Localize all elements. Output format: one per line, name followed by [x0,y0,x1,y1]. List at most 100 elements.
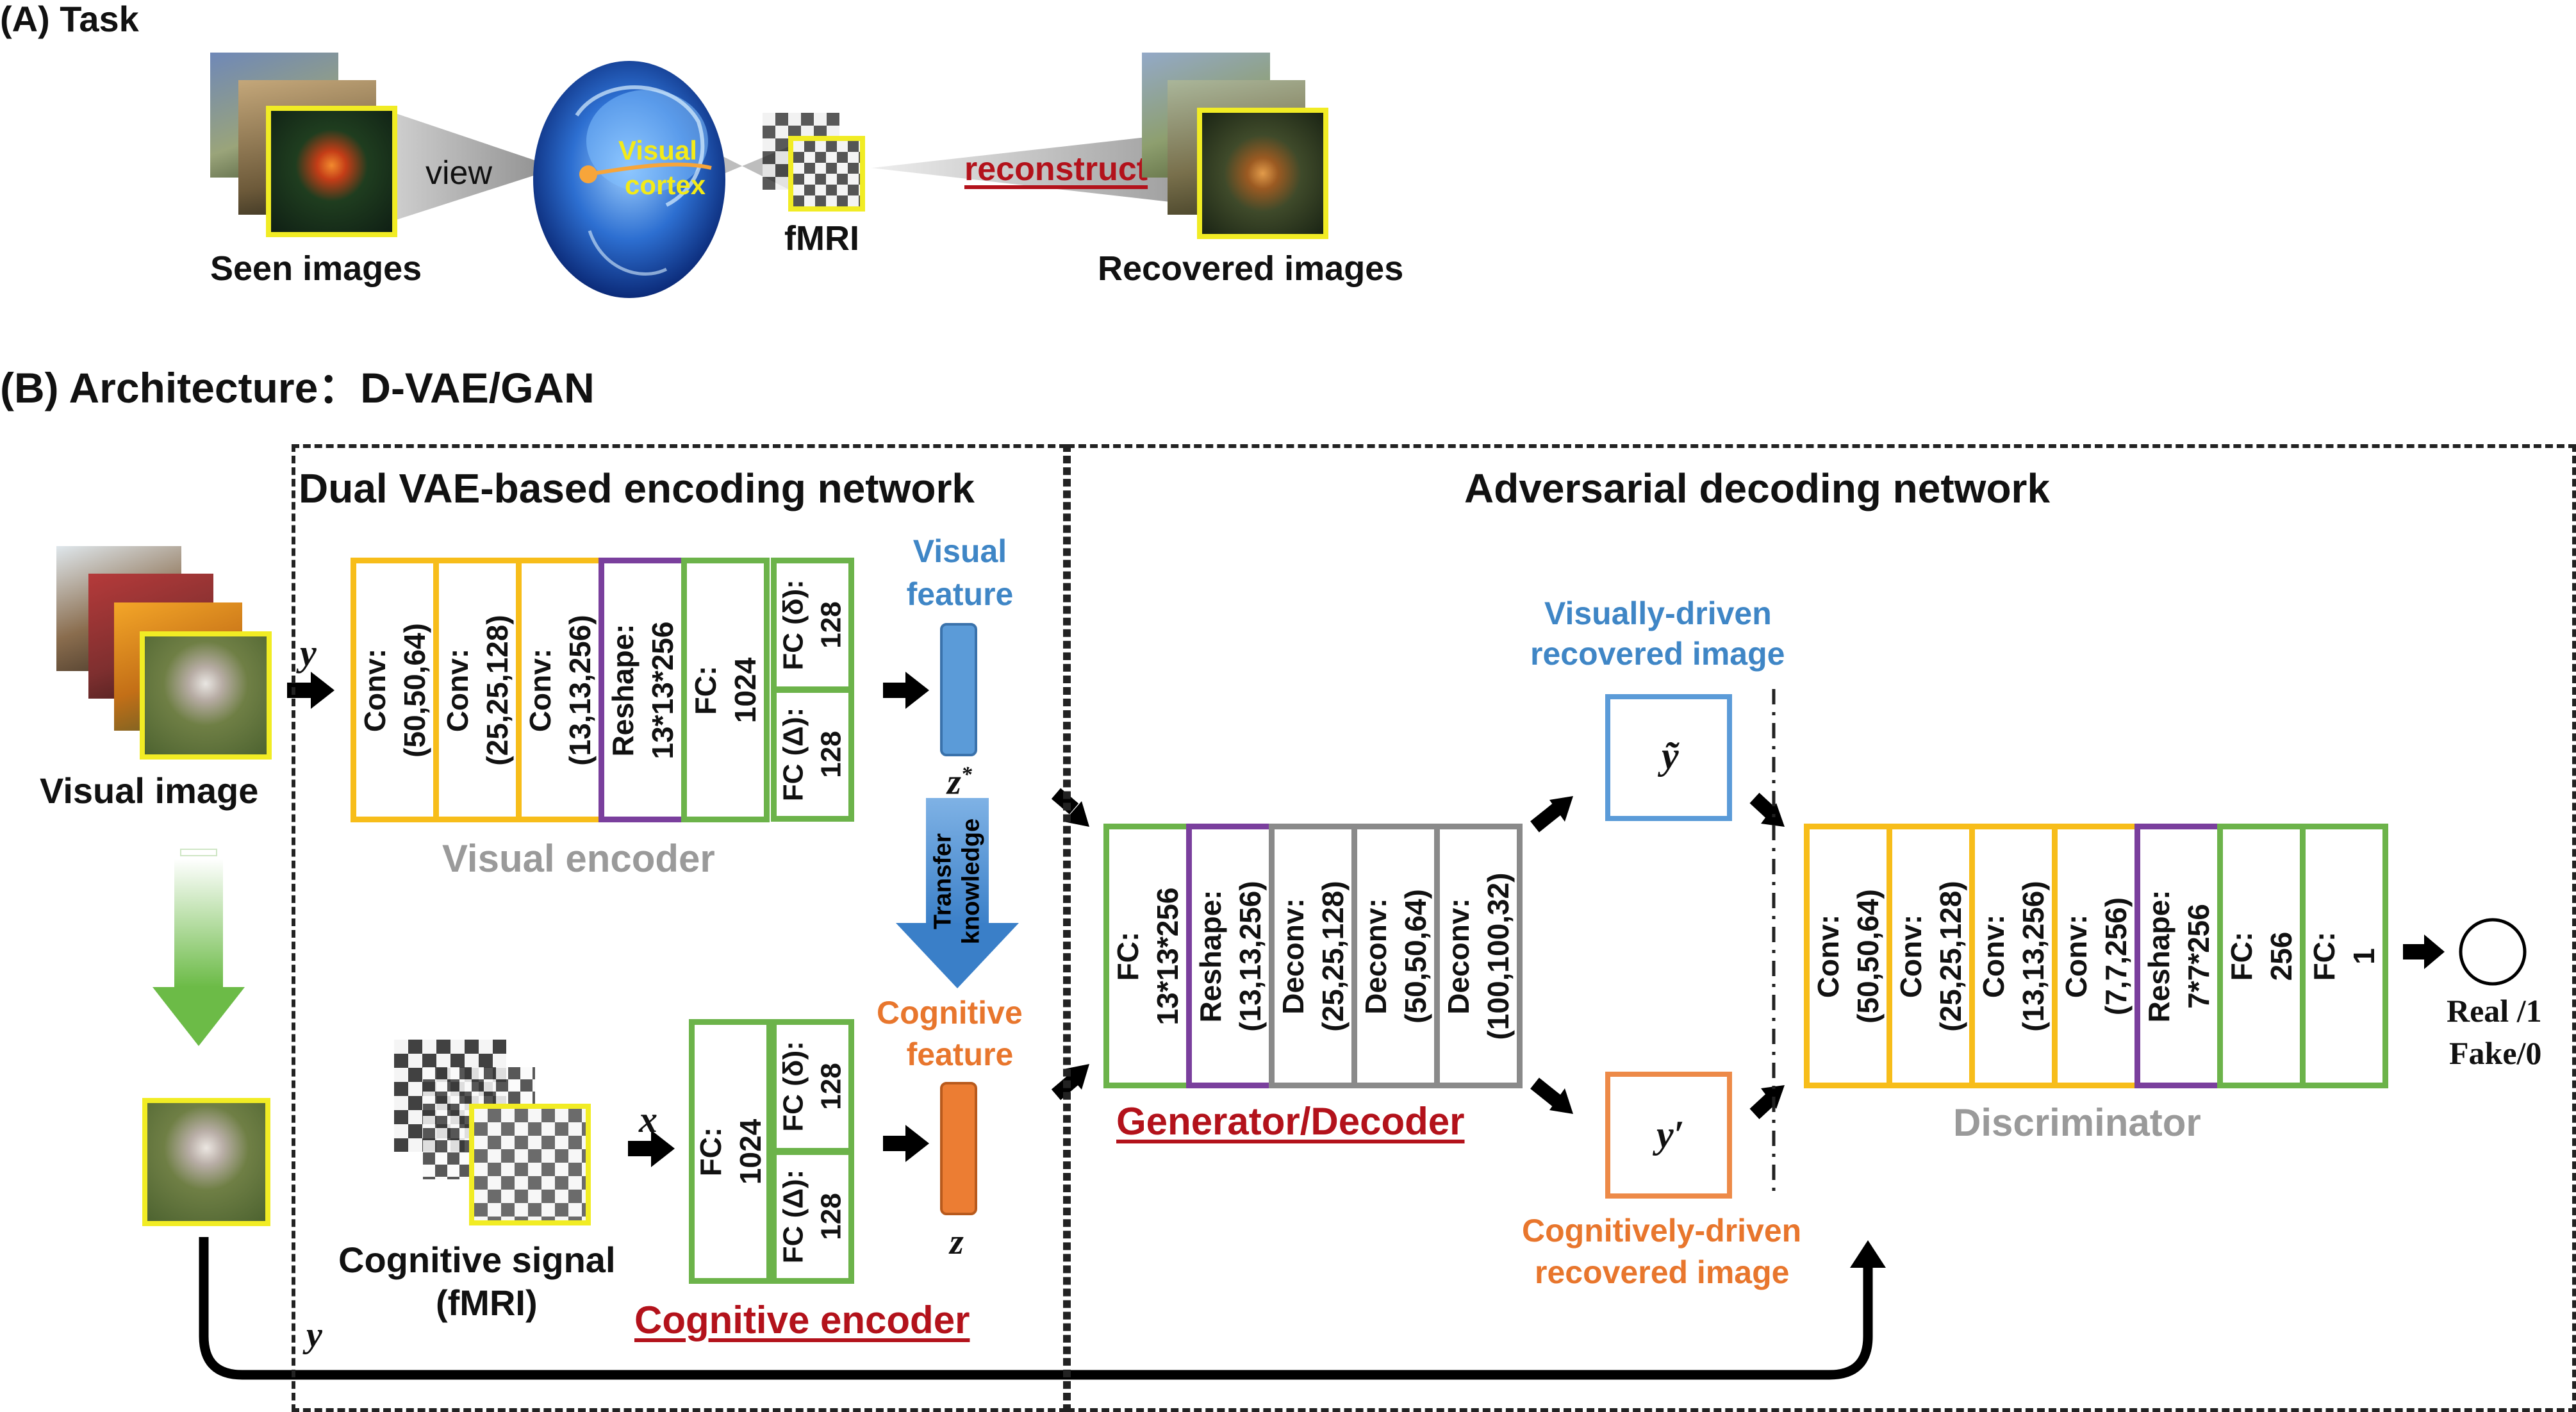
discriminator-layer-7-shape: 1 [2347,947,2381,965]
generator-layer-5-type: Deconv: [1441,897,1475,1015]
cognitively-driven-image: y′ [1605,1072,1732,1199]
generator-layer-5: Deconv:(100,100,32) [1434,824,1523,1088]
visually-driven-line1: Visually-driven [1544,595,1772,631]
brain-label-visual: Visual [618,135,697,165]
x-symbol: x [639,1099,657,1140]
cognitive-encoder-title: Cognitive encoder [634,1299,970,1341]
generator-layer-2: Reshape:(13,13,256) [1186,824,1275,1088]
generator-layer-1: FC:13*13*256 [1103,824,1192,1088]
visual-image-target [142,1098,270,1226]
visual-fc-delta: FC (δ):128 [771,558,854,692]
visual-encoder-layer-4-shape: 13*13*256 [646,621,679,759]
generator-layer-5-shape: (100,100,32) [1482,872,1515,1040]
section-a-heading: (A) Task [0,0,139,39]
cognitive-fc-delta: FC (δ):128 [771,1019,854,1154]
recovered-image-front [1197,108,1328,239]
discriminator-title: Discriminator [1953,1101,2201,1144]
visual-encoder-layer-2-shape: (25,25,128) [481,614,514,766]
cognitively-driven-line2: recovered image [1535,1254,1790,1290]
seen-image-front [266,106,397,237]
generator-layer-3-type: Deconv: [1276,897,1310,1015]
discriminator-layer-6: FC:256 [2217,824,2306,1088]
encoding-network-frame [292,444,1067,1412]
discriminator-layer-3: Conv:(13,13,256) [1969,824,2058,1088]
generator-layer-3: Deconv:(25,25,128) [1269,824,1357,1088]
visual-encoder-layer-5: FC:1024 [681,558,770,822]
visual-encoder-layer-3-shape: (13,13,256) [563,614,597,766]
discriminator-layer-7-type: FC: [2307,931,2341,981]
discriminator-layer-4: Conv:(7,7,256) [2052,824,2140,1088]
z-star-label: z* [947,762,972,802]
visual-encoder-layer-4-type: Reshape: [606,623,640,757]
generator-layer-3-shape: (25,25,128) [1316,880,1350,1032]
cognitive-feature-line1: Cognitive [877,995,1023,1031]
cognitive-feature-line2: feature [906,1036,1014,1072]
discriminator-layer-2-type: Conv: [1894,914,1928,998]
discriminator-layer-1-type: Conv: [1811,914,1845,998]
decoding-network-frame [1067,444,2576,1412]
visual-encoder-layer-4: Reshape:13*13*256 [599,558,687,822]
discriminator-layer-5-shape: 7*7*256 [2182,903,2215,1009]
fmri-signal-front [469,1104,591,1225]
fmri-label: fMRI [784,219,859,258]
visual-encoder-layer-3: Conv:(13,13,256) [516,558,604,822]
discriminator-layer-6-shape: 256 [2265,931,2298,981]
discriminator-layer-5: Reshape:7*7*256 [2134,824,2223,1088]
discriminator-layer-1-shape: (50,50,64) [1851,888,1885,1024]
visual-fc-Delta: FC (Δ):128 [771,687,854,822]
visual-encoder-layer-1-shape: (50,50,64) [398,622,431,758]
discriminator-layer-6-type: FC: [2224,931,2258,981]
visual-encoder-layer-2-type: Conv: [440,648,474,732]
visual-encoder-title: Visual encoder [442,837,715,880]
cognitive-fc: FC:1024 [689,1019,772,1284]
discriminator-layer-7: FC: 1 [2300,824,2388,1088]
real-label: Real /1 [2447,993,2542,1029]
visual-feature-vector [940,623,977,756]
discriminator-layer-5-type: Reshape: [2142,889,2176,1023]
visually-driven-image: ỹ [1605,694,1732,821]
visual-image-label: Visual image [40,770,259,811]
generator-layer-1-shape: 13*13*256 [1151,887,1184,1025]
decoding-network-title: Adversarial decoding network [1464,465,2051,511]
section-b-heading: (B) Architecture：D-VAE/GAN [0,364,595,411]
discriminator-layer-2: Conv:(25,25,128) [1887,824,1975,1088]
y-tilde-label: ỹ [1662,735,1679,777]
cognitive-signal-line2: (fMRI) [436,1283,538,1323]
visual-feature-line1: Visual [912,533,1007,569]
generator-layer-1-type: FC: [1110,931,1144,981]
cognitive-feature-vector [940,1082,977,1215]
generator-layer-4-type: Deconv: [1358,897,1392,1015]
visually-driven-line2: recovered image [1530,636,1785,672]
y-prime-label: y′ [1656,1113,1685,1156]
encoding-network-title: Dual VAE-based encoding network [299,465,975,511]
seen-images-label: Seen images [210,249,422,288]
discriminator-layer-1: Conv:(50,50,64) [1804,824,1892,1088]
generator-layer-2-shape: (13,13,256) [1234,880,1267,1032]
reconstruct-cone [871,131,1198,205]
discriminator-layer-4-type: Conv: [2059,914,2093,998]
visual-encoder-layer-5-type: FC: [688,665,722,715]
cognitive-fc-Delta: FC (Δ):128 [771,1149,854,1284]
visual-image-front [140,631,272,760]
reconstruct-label: reconstruct [964,151,1148,188]
recovered-images-label: Recovered images [1098,249,1404,288]
y-symbol-top: y [300,632,317,674]
view-label: view [425,154,493,192]
visual-encoder-layer-3-type: Conv: [523,648,557,732]
generator-title: Generator/Decoder [1116,1100,1465,1143]
visual-encoder-layer-1: Conv:(50,50,64) [351,558,439,822]
visual-encoder-layer-1-type: Conv: [358,648,392,732]
discriminator-layer-2-shape: (25,25,128) [1934,880,1967,1032]
discriminator-layer-4-shape: (7,7,256) [2099,897,2133,1015]
cognitively-driven-line1: Cognitively-driven [1522,1213,1802,1249]
y-symbol-bottom: y [306,1315,322,1355]
visual-encoder-layer-5-shape: 1024 [729,657,762,723]
brain-label-cortex: cortex [625,170,706,200]
view-cone [392,112,557,221]
generator-layer-4: Deconv:(50,50,64) [1351,824,1440,1088]
fmri-front [788,136,865,212]
visual-encoder-layer-2: Conv:(25,25,128) [433,558,522,822]
z-label: z [950,1222,964,1262]
